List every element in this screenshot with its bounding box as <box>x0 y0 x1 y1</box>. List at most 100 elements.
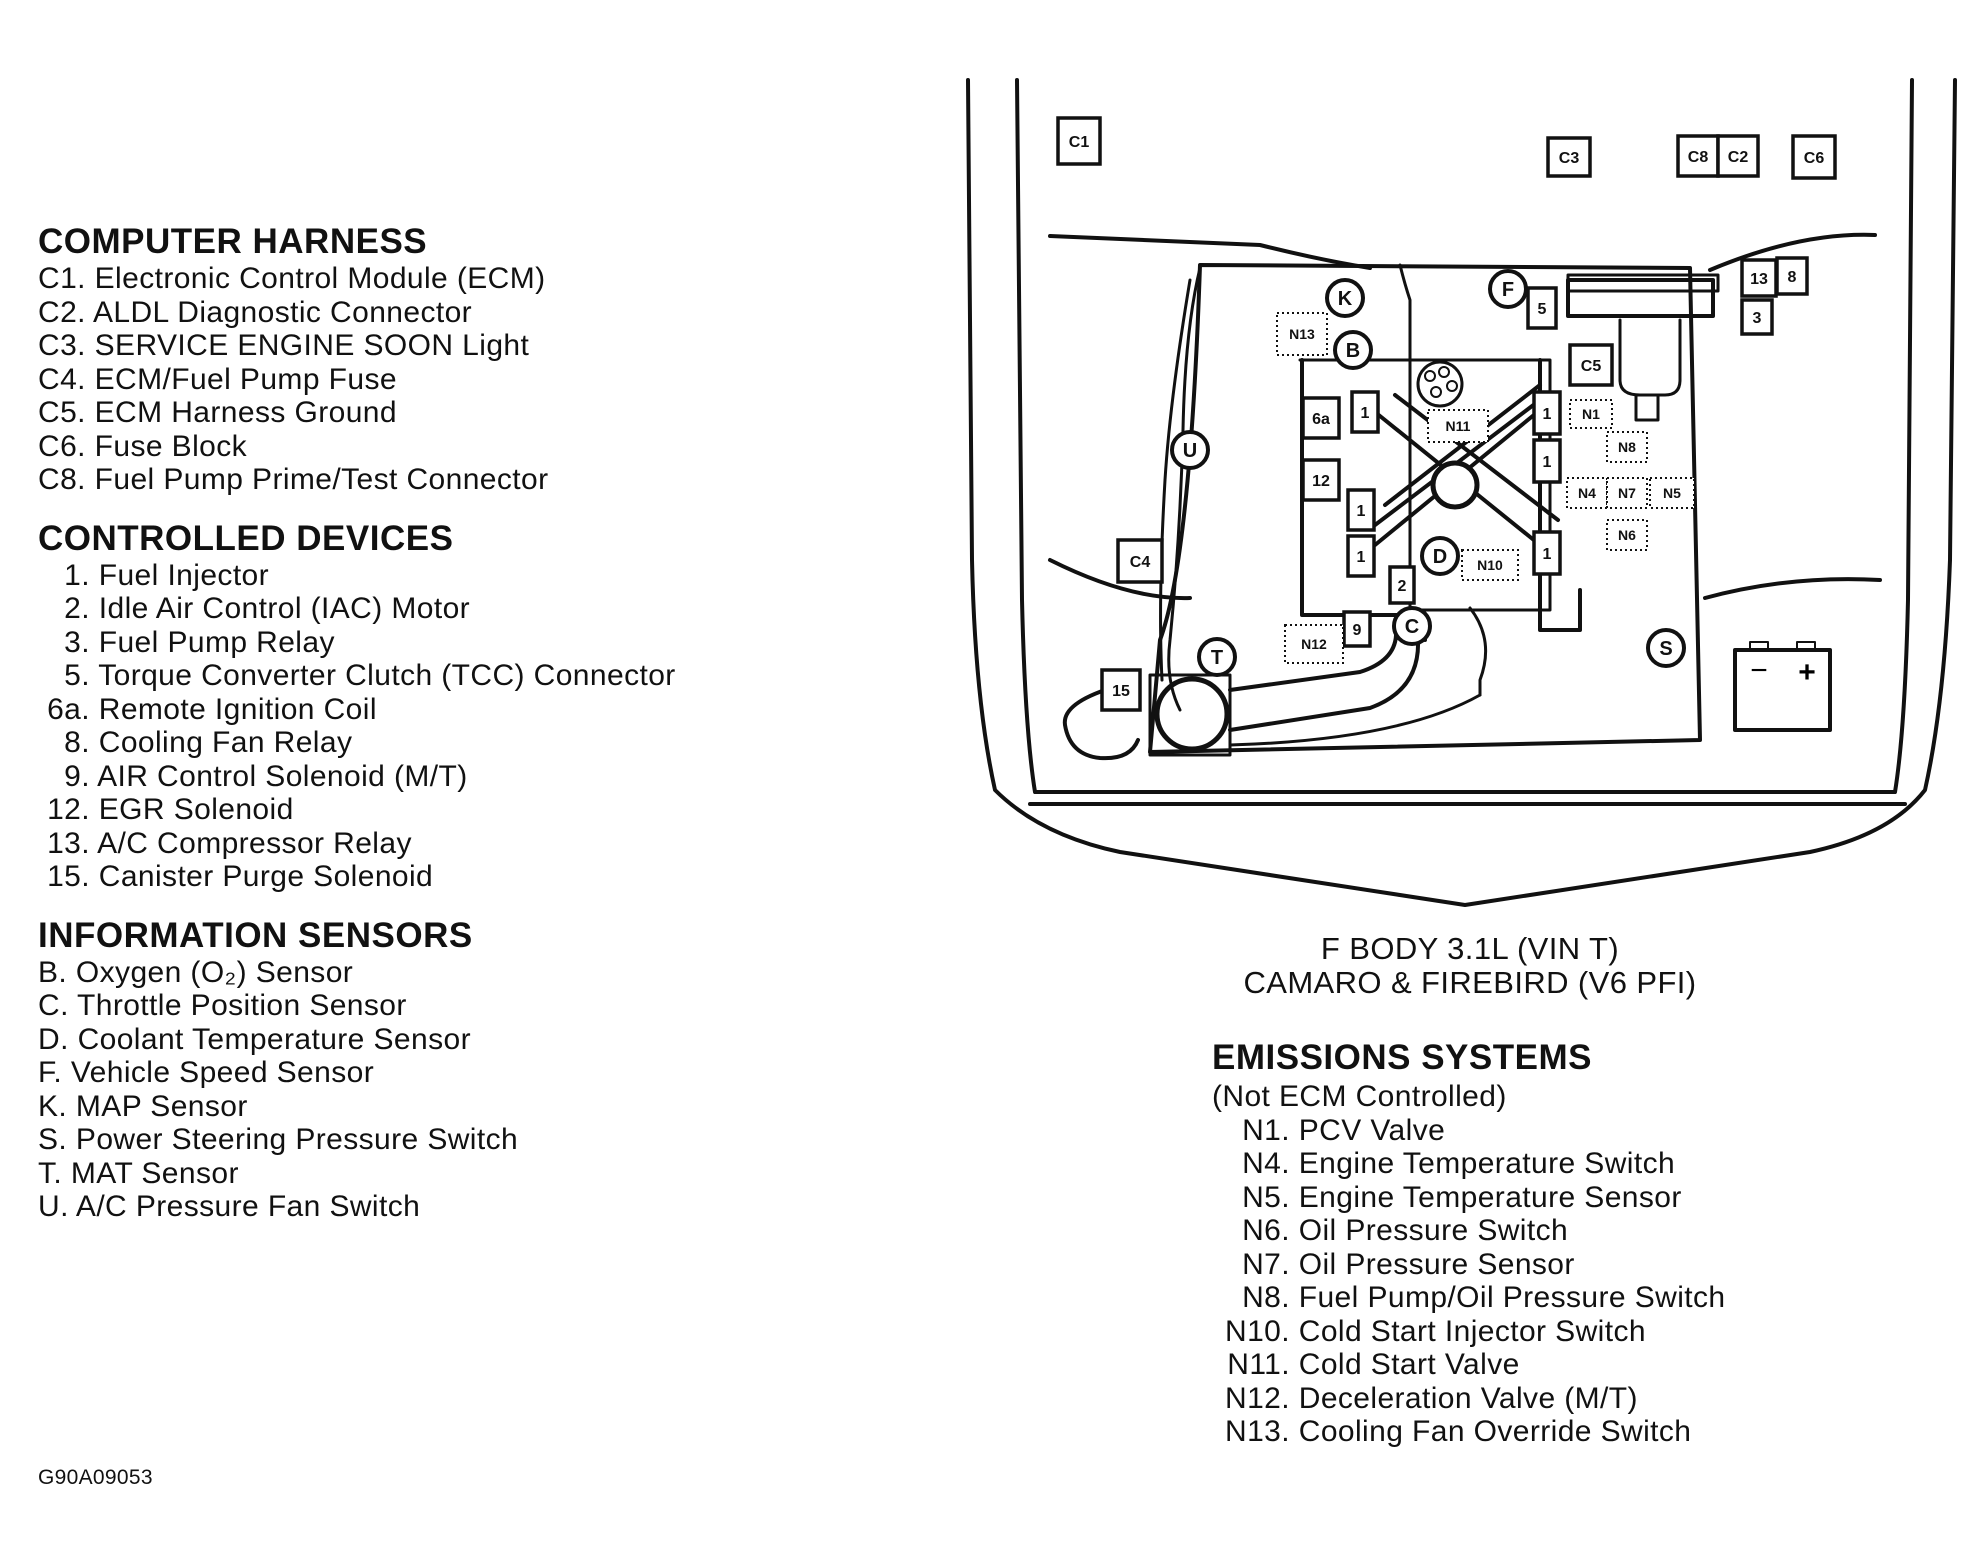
emissions-systems-title: EMISSIONS SYSTEMS <box>1212 1038 1592 1077</box>
legend-item-label: AIR Control Solenoid (M/T) <box>97 759 468 793</box>
legend-item-code: C4. <box>38 362 86 396</box>
legend-item: N11. Cold Start Valve <box>1212 1348 1912 1382</box>
legend-item-label: A/C Pressure Fan Switch <box>75 1190 421 1223</box>
legend-item: C. Throttle Position Sensor <box>38 989 938 1023</box>
connector-box-1: 1 <box>1346 488 1376 532</box>
legend-item-code: S. <box>38 1123 68 1156</box>
legend-item-code: 6a. <box>47 692 90 726</box>
legend-item-code: C2. <box>38 295 86 329</box>
connector-box-c2: C2 <box>1716 134 1760 178</box>
legend-item: 6a. Remote Ignition Coil <box>38 693 938 727</box>
caption-line-2: CAMARO & FIREBIRD (V6 PFI) <box>1243 965 1697 1000</box>
connector-box-2: 2 <box>1388 565 1416 605</box>
controlled-devices-title: CONTROLLED DEVICES <box>38 518 454 558</box>
legend-item-label: Fuel Injector <box>98 558 270 592</box>
legend-item-code: B. <box>38 955 68 989</box>
connector-box-label: C4 <box>1130 554 1151 571</box>
legend-item-label: SERVICE ENGINE SOON Light <box>94 329 530 362</box>
legend-item-label: Fuel Pump/Oil Pressure Switch <box>1298 1281 1726 1314</box>
connector-box-c4: C4 <box>1116 538 1164 584</box>
legend-item-code: D. <box>38 1022 69 1056</box>
connector-box-label: 1 <box>1357 549 1366 566</box>
computer-harness-list: C1. Electronic Control Module (ECM)C2. A… <box>38 262 938 497</box>
legend-item: 8. Cooling Fan Relay <box>38 726 938 760</box>
legend-item-code: C. <box>38 989 69 1022</box>
legend-item-label: Deceleration Valve (M/T) <box>1298 1381 1638 1415</box>
legend-item-code: C1. <box>38 262 86 295</box>
emissions-systems-subtitle: (Not ECM Controlled) <box>1212 1080 1507 1113</box>
legend-item-code: N8. <box>1242 1281 1290 1314</box>
legend-item: C6. Fuse Block <box>38 430 938 464</box>
battery-positive-label: + <box>1798 656 1816 689</box>
legend-item: 13. A/C Compressor Relay <box>38 827 938 861</box>
legend-item: N6. Oil Pressure Switch <box>1212 1214 1912 1248</box>
legend-item-label: A/C Compressor Relay <box>97 826 412 860</box>
emission-box-label: N12 <box>1301 636 1327 652</box>
connector-box-1: 1 <box>1346 534 1376 578</box>
legend-item-label: Vehicle Speed Sensor <box>70 1056 375 1089</box>
emission-box-label: N6 <box>1618 527 1636 543</box>
connector-box-label: 1 <box>1543 546 1552 563</box>
sensor-circle-label: U <box>1183 440 1197 462</box>
legend-item-label: Remote Ignition Coil <box>98 692 377 726</box>
legend-item: D. Coolant Temperature Sensor <box>38 1023 938 1057</box>
connector-box-label: C3 <box>1559 150 1580 167</box>
legend-item-label: Fuse Block <box>94 429 248 463</box>
body-outline <box>966 78 1957 907</box>
sensor-circle-label: T <box>1211 647 1223 669</box>
legend-item-code: N11. <box>1227 1348 1290 1381</box>
engine-block <box>1148 263 1702 754</box>
sensor-circle-label: K <box>1338 288 1353 310</box>
connector-box-1: 1 <box>1532 390 1562 436</box>
legend-item-code: N7. <box>1242 1247 1290 1281</box>
legend-item: U. A/C Pressure Fan Switch <box>38 1190 938 1224</box>
sensor-circle-k: K <box>1325 278 1365 318</box>
connector-box-label: C5 <box>1581 358 1602 375</box>
emission-box-label: N8 <box>1618 439 1636 455</box>
sensor-circle-label: B <box>1346 340 1360 362</box>
emission-box-n12: N12 <box>1284 624 1344 664</box>
legend-item-code: K. <box>38 1089 68 1123</box>
connector-box-label: 8 <box>1788 269 1797 286</box>
battery <box>1733 648 1832 732</box>
legend-item-code: C5. <box>38 396 86 429</box>
legend-item-label: EGR Solenoid <box>98 793 294 826</box>
connector-box-label: C1 <box>1069 134 1090 151</box>
legend-item-label: Cooling Fan Override Switch <box>1298 1415 1692 1448</box>
legend-item-label: Fuel Pump Relay <box>98 625 335 659</box>
connector-box-label: C8 <box>1688 149 1709 166</box>
legend-item-label: ECM Harness Ground <box>94 396 397 429</box>
sensor-circle-c: C <box>1392 606 1432 646</box>
emission-box-n5: N5 <box>1649 477 1695 509</box>
connector-box-label: 3 <box>1753 310 1762 327</box>
connector-box-label: 13 <box>1750 271 1768 288</box>
emission-box-n4: N4 <box>1566 477 1608 509</box>
legend-item-code: C3. <box>38 329 86 362</box>
legend-item-code: 12. <box>47 793 90 826</box>
connector-box-label: 9 <box>1353 622 1362 639</box>
connector-box-c5: C5 <box>1568 343 1614 387</box>
legend-item: N8. Fuel Pump/Oil Pressure Switch <box>1212 1281 1912 1315</box>
connector-box-3: 3 <box>1740 298 1774 336</box>
connector-box-6a: 6a <box>1301 396 1341 440</box>
legend-item: N4. Engine Temperature Switch <box>1212 1147 1912 1181</box>
connector-box-c1: C1 <box>1056 116 1102 166</box>
legend-item: N7. Oil Pressure Sensor <box>1212 1248 1912 1282</box>
legend-item-label: PCV Valve <box>1298 1113 1446 1147</box>
emission-box-label: N13 <box>1289 326 1315 342</box>
connector-box-label: 6a <box>1312 411 1330 428</box>
legend-item-code: 1. <box>64 558 90 592</box>
legend-item-label: Coolant Temperature Sensor <box>77 1022 471 1056</box>
connector-box-label: 1 <box>1357 503 1366 520</box>
legend-item-label: Engine Temperature Sensor <box>1298 1180 1682 1214</box>
legend-item-code: T. <box>38 1156 63 1190</box>
sensor-circle-f: F <box>1488 269 1528 309</box>
sensor-circle-label: F <box>1502 279 1514 301</box>
legend-item-code: F. <box>38 1056 63 1089</box>
legend-item-label: Cooling Fan Relay <box>98 726 353 759</box>
legend-item-label: Cold Start Valve <box>1298 1348 1520 1381</box>
connector-box-label: 1 <box>1543 454 1552 471</box>
legend-item-code: N1. <box>1242 1113 1290 1147</box>
